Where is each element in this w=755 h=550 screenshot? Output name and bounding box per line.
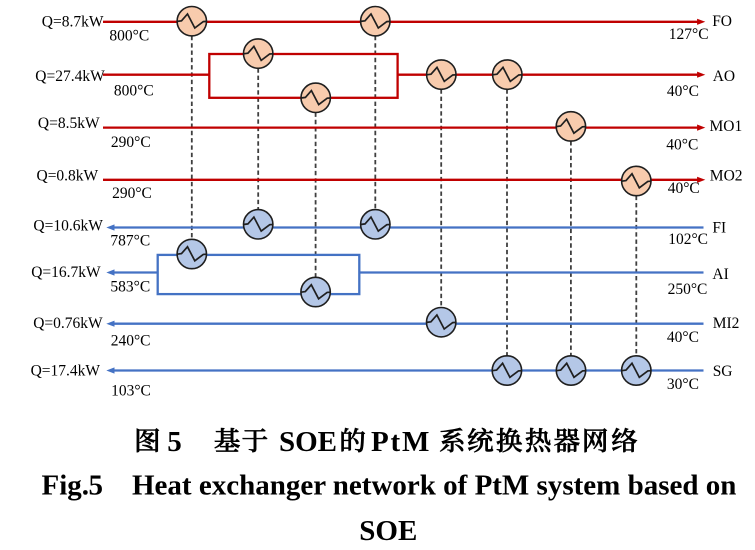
svg-text:Fig.: Fig. <box>42 470 90 502</box>
svg-text:5: 5 <box>89 470 104 502</box>
svg-text:40°C: 40°C <box>667 83 699 100</box>
svg-text:FI: FI <box>712 220 726 237</box>
svg-text:MI2: MI2 <box>713 315 740 332</box>
svg-text:Q=27.4kW: Q=27.4kW <box>35 68 105 85</box>
svg-text:40°C: 40°C <box>666 137 698 154</box>
svg-text:40°C: 40°C <box>667 329 699 346</box>
svg-text:787°C: 787°C <box>110 232 150 249</box>
svg-text:40°C: 40°C <box>668 180 700 197</box>
svg-text:583°C: 583°C <box>110 278 150 295</box>
svg-text:SOE: SOE <box>279 426 337 458</box>
svg-text:Q=10.6kW: Q=10.6kW <box>33 217 103 234</box>
svg-text:290°C: 290°C <box>112 185 152 202</box>
svg-text:250°C: 250°C <box>668 281 708 298</box>
svg-text:FO: FO <box>712 13 732 30</box>
svg-text:103°C: 103°C <box>111 382 151 399</box>
svg-text:Q=0.76kW: Q=0.76kW <box>33 315 103 332</box>
svg-text:Q=0.8kW: Q=0.8kW <box>37 167 99 184</box>
svg-text:800°C: 800°C <box>114 83 154 100</box>
svg-text:Q=16.7kW: Q=16.7kW <box>31 264 101 281</box>
svg-text:800°C: 800°C <box>109 28 149 45</box>
svg-text:Q=8.7kW: Q=8.7kW <box>42 13 104 30</box>
svg-text:240°C: 240°C <box>111 332 151 349</box>
svg-text:AO: AO <box>713 68 735 85</box>
svg-text:30°C: 30°C <box>667 376 699 393</box>
svg-text:MO2: MO2 <box>710 168 743 185</box>
svg-text:MO1: MO1 <box>710 118 743 135</box>
svg-text:SG: SG <box>713 363 733 380</box>
svg-text:AI: AI <box>712 266 728 283</box>
svg-text:Heat exchanger network of PtM: Heat exchanger network of PtM system bas… <box>132 470 736 502</box>
svg-text:5: 5 <box>167 426 182 458</box>
svg-text:102°C: 102°C <box>668 231 708 248</box>
svg-text:290°C: 290°C <box>111 134 151 151</box>
svg-text:SOE: SOE <box>359 515 417 547</box>
svg-text:PtM: PtM <box>371 426 431 458</box>
svg-text:127°C: 127°C <box>669 26 709 43</box>
svg-text:Q=17.4kW: Q=17.4kW <box>31 363 101 380</box>
svg-text:Q=8.5kW: Q=8.5kW <box>38 115 100 132</box>
